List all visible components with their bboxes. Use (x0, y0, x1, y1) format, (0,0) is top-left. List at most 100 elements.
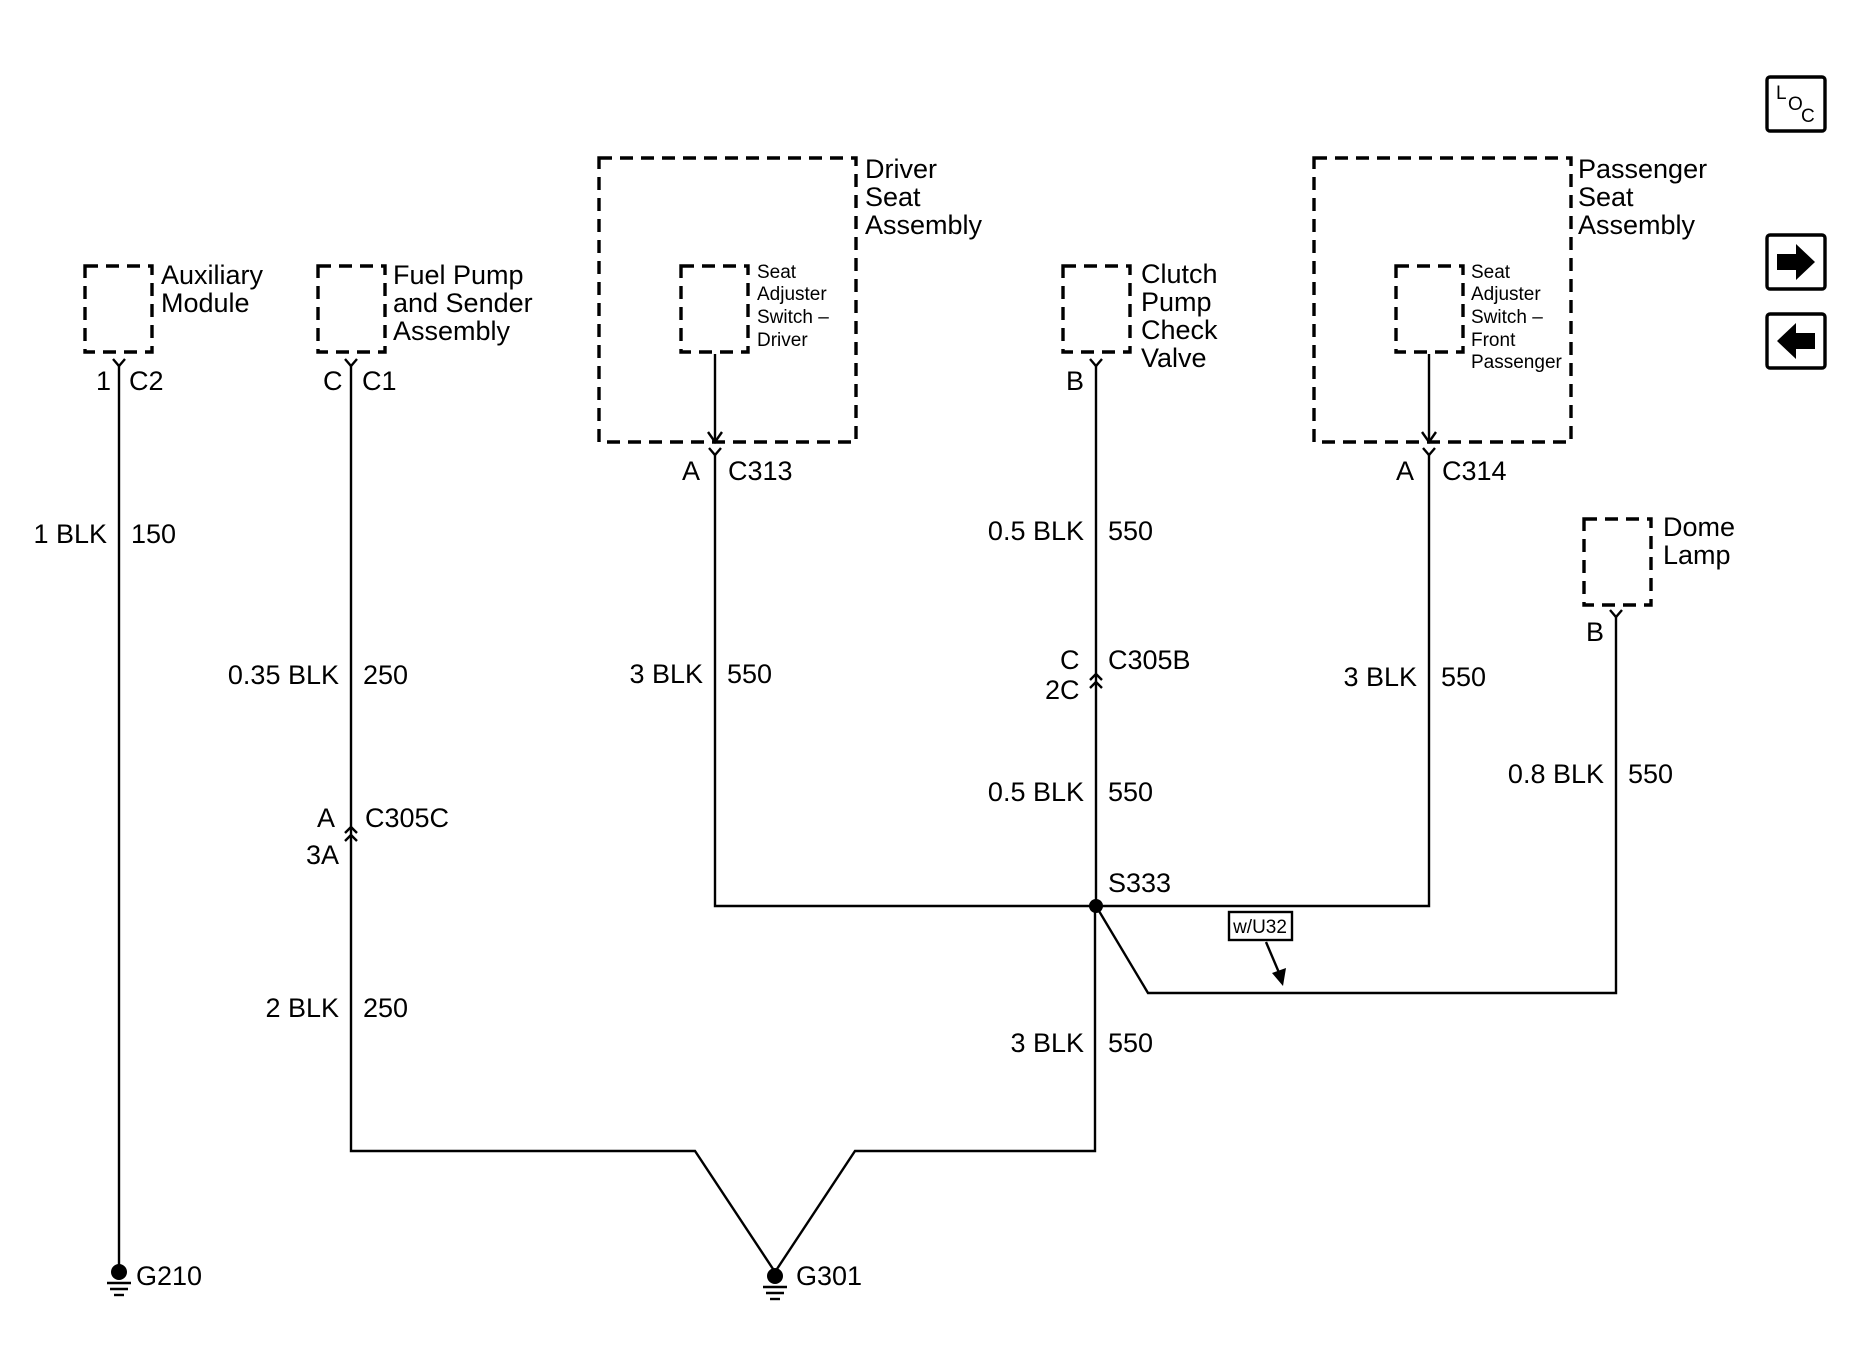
svg-text:Auxiliary: Auxiliary (161, 260, 264, 290)
option-tag-leader (1264, 941, 1282, 976)
svg-text:Assembly: Assembly (393, 316, 511, 346)
connector-c2-name: C2 (129, 366, 164, 396)
wire-ground-circuit: 550 (1108, 1028, 1153, 1058)
splice-s333-label: S333 (1108, 868, 1171, 898)
ground-g301-icon (763, 1268, 787, 1301)
ground-g301-label: G301 (796, 1261, 862, 1291)
connector-c313 (708, 447, 722, 457)
connector-c313-pin: A (682, 456, 700, 486)
location-button[interactable]: L O C (1765, 75, 1827, 133)
svg-text:and Sender: and Sender (393, 288, 533, 318)
connector-clutch-b (1089, 358, 1103, 368)
svg-text:Front: Front (1471, 330, 1516, 351)
wire-driver-circuit: 550 (727, 659, 772, 689)
wire-clutch-upper-circuit: 550 (1108, 516, 1153, 546)
svg-text:Seat: Seat (1578, 182, 1634, 212)
location-icon-c: C (1801, 106, 1815, 127)
svg-text:Adjuster: Adjuster (1471, 284, 1541, 305)
svg-text:Clutch: Clutch (1141, 259, 1218, 289)
ground-g210-icon (107, 1264, 131, 1297)
wire-fuel-250 (349, 366, 1097, 1275)
svg-text:Assembly: Assembly (865, 210, 983, 240)
wire-pass-circuit: 550 (1441, 662, 1486, 692)
svg-text:Lamp: Lamp (1663, 540, 1731, 570)
svg-text:Valve: Valve (1141, 343, 1207, 373)
connector-c305b-pin-top: C (1060, 645, 1080, 675)
connector-c1 (344, 358, 358, 368)
svg-text:Seat: Seat (1471, 262, 1511, 283)
wire-dome-550 (1094, 617, 1618, 995)
clutch-pump-label: Clutch Pump Check Valve (1141, 259, 1218, 373)
svg-text:Pump: Pump (1141, 287, 1212, 317)
connector-dome-pin: B (1586, 617, 1604, 647)
svg-text:Fuel Pump: Fuel Pump (393, 260, 524, 290)
dome-lamp-label: Dome Lamp (1663, 512, 1735, 570)
left-arrow-icon (1777, 323, 1815, 359)
connector-c1-name: C1 (362, 366, 397, 396)
passenger-seat-assembly-label: Passenger Seat Assembly (1578, 154, 1707, 240)
svg-text:Dome: Dome (1663, 512, 1735, 542)
connector-clutch-pin: B (1066, 366, 1084, 396)
svg-text:Driver: Driver (757, 330, 808, 351)
forward-button[interactable] (1765, 233, 1827, 291)
connector-c2 (112, 358, 126, 368)
wire-pass-size: 3 BLK (1343, 662, 1417, 692)
connector-dome-b (1609, 609, 1623, 619)
arrow-driver-switch (707, 431, 723, 445)
back-button[interactable] (1765, 312, 1827, 370)
option-tag-box (1227, 910, 1294, 942)
option-tag-arrowhead (1272, 968, 1286, 986)
svg-text:Switch –: Switch – (757, 307, 829, 328)
connector-c2-pin: 1 (96, 366, 111, 396)
svg-text:Switch –: Switch – (1471, 307, 1543, 328)
passenger-seat-switch-box (1394, 264, 1465, 354)
wire-fuel-upper-circuit: 250 (363, 660, 408, 690)
wire-dome-circuit: 550 (1628, 759, 1673, 789)
passenger-seat-assembly-box (1312, 156, 1573, 444)
svg-text:Assembly: Assembly (1578, 210, 1696, 240)
connector-c314-pin: A (1396, 456, 1414, 486)
wire-driver-size: 3 BLK (629, 659, 703, 689)
passenger-seat-switch-label: Seat Adjuster Switch – Front Passenger (1471, 262, 1563, 373)
wire-clutch-upper-size: 0.5 BLK (988, 516, 1084, 546)
wire-clutch-lower-circuit: 550 (1108, 777, 1153, 807)
connector-c313-name: C313 (728, 456, 793, 486)
svg-text:Seat: Seat (865, 182, 921, 212)
connector-c305c-pin-top: A (317, 803, 335, 833)
wire-aux-size: 1 BLK (33, 519, 107, 549)
wire-ground-size: 3 BLK (1010, 1028, 1084, 1058)
connector-c314 (1422, 447, 1436, 457)
location-icon-o: O (1788, 94, 1803, 115)
connector-c1-pin: C (323, 366, 343, 396)
fuel-pump-box (316, 264, 387, 354)
connector-c314-name: C314 (1442, 456, 1507, 486)
connector-c305b-name: C305B (1108, 645, 1191, 675)
svg-text:Passenger: Passenger (1471, 352, 1563, 373)
connector-c305c-name: C305C (365, 803, 449, 833)
driver-seat-switch-box (679, 264, 750, 354)
auxiliary-module-label: Auxiliary Module (161, 260, 264, 318)
svg-text:Adjuster: Adjuster (757, 284, 827, 305)
wire-clutch-lower-size: 0.5 BLK (988, 777, 1084, 807)
svg-text:Check: Check (1141, 315, 1218, 345)
arrow-pass-switch (1421, 431, 1437, 445)
dome-lamp-box (1582, 517, 1653, 607)
connector-c305b-pin-bottom: 2C (1045, 675, 1080, 705)
wire-fuel-upper-size: 0.35 BLK (228, 660, 339, 690)
svg-text:Passenger: Passenger (1578, 154, 1707, 184)
ground-g210-label: G210 (136, 1261, 202, 1291)
option-tag-label: w/U32 (1232, 917, 1287, 938)
location-icon-l: L (1776, 83, 1787, 104)
clutch-pump-box (1061, 264, 1132, 354)
splice-s333 (1089, 899, 1103, 913)
auxiliary-module-box (83, 264, 154, 354)
wire-fuel-lower-circuit: 250 (363, 993, 408, 1023)
svg-text:Module: Module (161, 288, 250, 318)
driver-seat-assembly-box (597, 156, 858, 444)
fuel-pump-label: Fuel Pump and Sender Assembly (393, 260, 533, 346)
driver-seat-assembly-label: Driver Seat Assembly (865, 154, 983, 240)
connector-c305b (1089, 672, 1103, 689)
connector-c305c-pin-bottom: 3A (306, 840, 339, 870)
svg-text:Driver: Driver (865, 154, 937, 184)
